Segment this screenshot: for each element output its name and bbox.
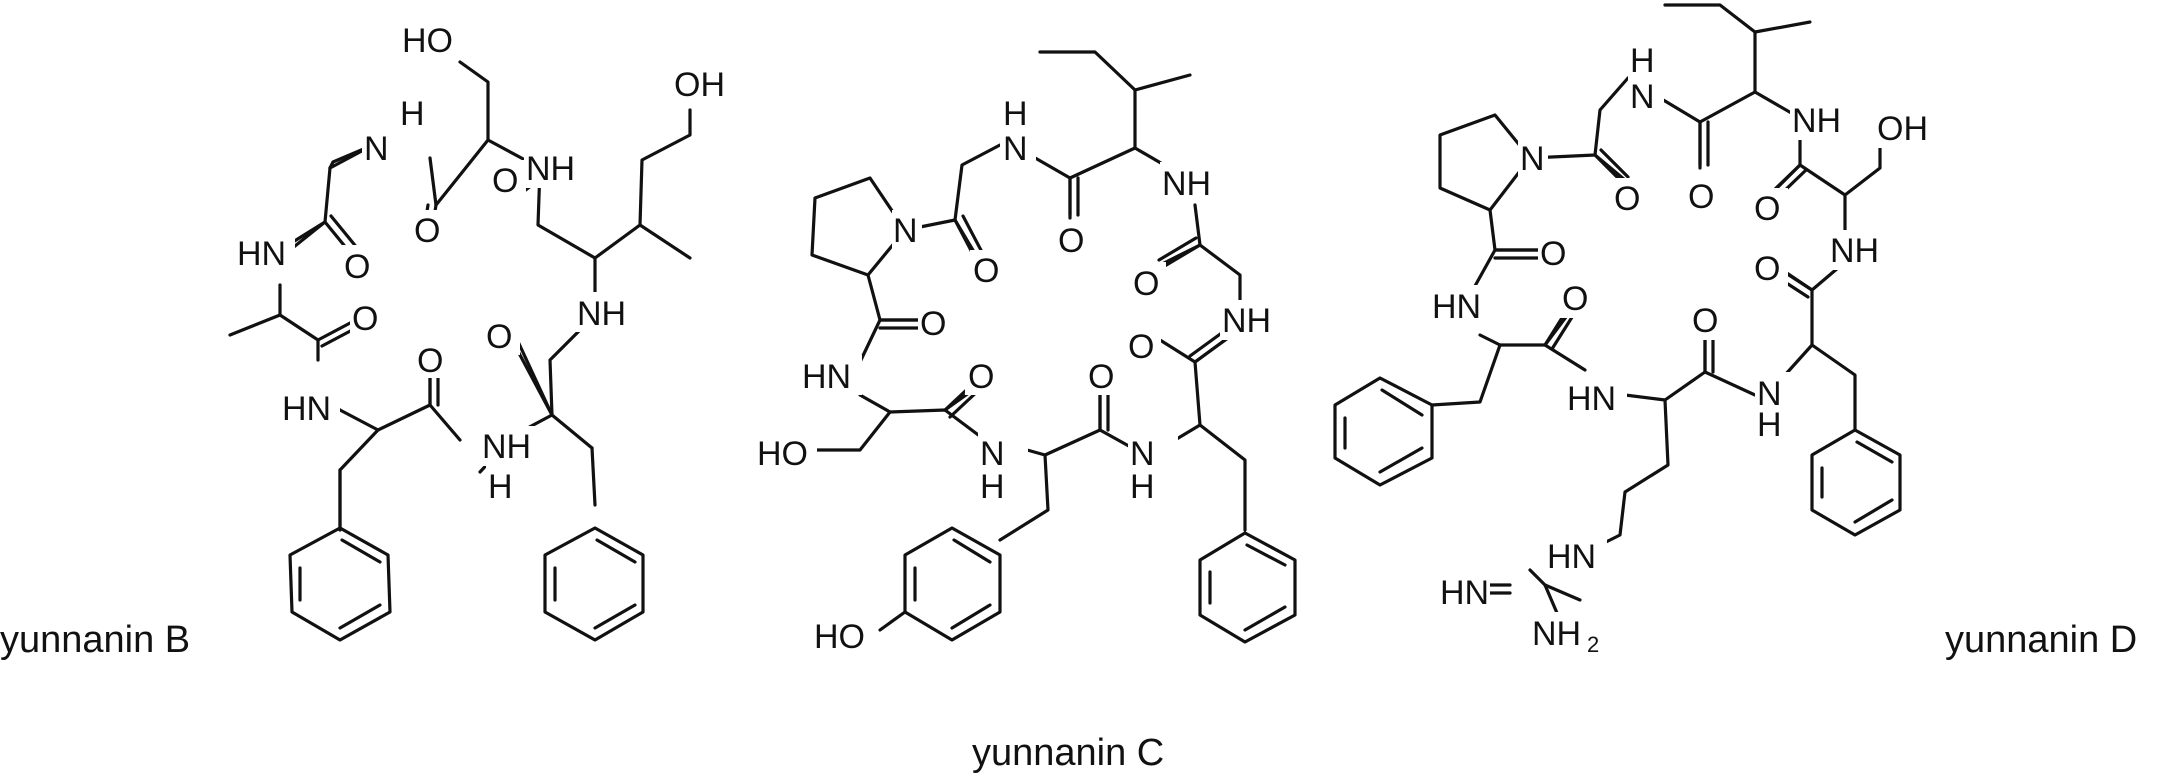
atom-o-c3: O <box>1133 265 1159 303</box>
atom-hn-d1: HN <box>1432 288 1481 326</box>
atom-h-c1: H <box>1003 95 1028 133</box>
atom-o-d3: O <box>1754 190 1780 228</box>
atom-ho-c2: HO <box>814 618 865 656</box>
atom-nh-b1: NH <box>526 150 575 188</box>
caption-yunnanin-b: yunnanin B <box>0 619 190 661</box>
atom-n-d2: N <box>1520 140 1545 178</box>
atom-o-b6: O <box>417 342 443 380</box>
atom-h-b2: H <box>488 468 513 506</box>
atom-h-d1: H <box>1630 42 1655 80</box>
atom-h-d2: H <box>1757 406 1782 444</box>
atom-o-d1: O <box>1688 178 1714 216</box>
atom-oh-b1: OH <box>674 66 725 104</box>
atom-o-c4: O <box>920 305 946 343</box>
structure-yunnanin-c: H N NH O N O O NH O O HN O O HO N H N H <box>755 50 1297 774</box>
atom-ho-c1: HO <box>757 435 808 473</box>
atom-hn-b1: HN <box>237 235 286 273</box>
atom-o-b2: O <box>344 248 370 286</box>
atom-n-c1: N <box>1003 130 1028 168</box>
atom-ho-b1: HO <box>402 22 453 60</box>
atom-o-c2: O <box>973 252 999 290</box>
atom-o-d7: O <box>1692 302 1718 340</box>
structure-yunnanin-d: H N NH OH N O O O NH O O HN O O HN N H H… <box>1333 3 2137 661</box>
atom-nh2-d1: NH <box>1532 615 1581 653</box>
atom-h-c2: H <box>980 468 1005 506</box>
atom-n-d1: N <box>1630 78 1655 116</box>
atom-h-b1: H <box>400 95 425 133</box>
atom-hn-b2: HN <box>282 390 331 428</box>
structure-yunnanin-b: H N HO NH O OH HN O O NH O O O HN NH H y… <box>0 18 734 661</box>
atom-nh2-subscript: 2 <box>1587 632 1599 657</box>
atom-o-b5: O <box>486 318 512 356</box>
atom-o-d6: O <box>1562 280 1588 318</box>
atom-o-c6: O <box>968 358 994 396</box>
caption-yunnanin-d: yunnanin D <box>1945 619 2137 661</box>
atom-hn-d2: HN <box>1567 380 1616 418</box>
atom-nh-b2: NH <box>577 295 626 333</box>
atom-o-c7: O <box>1088 358 1114 396</box>
atom-o-b1: O <box>414 212 440 250</box>
atom-nh-c2: NH <box>1222 302 1271 340</box>
atom-o-d5: O <box>1754 250 1780 288</box>
atom-hn-d4: HN <box>1440 574 1489 612</box>
atom-o-d2: O <box>1614 180 1640 218</box>
caption-yunnanin-c: yunnanin C <box>972 732 1164 774</box>
atom-nh-d1: NH <box>1792 102 1841 140</box>
atom-nh-d2: NH <box>1830 232 1879 270</box>
atom-n-b2: NH <box>482 428 531 466</box>
atom-o-b3: O <box>492 162 518 200</box>
atom-o-b4: O <box>352 300 378 338</box>
atom-nh-c1: NH <box>1162 165 1211 203</box>
atom-o-c5: O <box>1128 328 1154 366</box>
atom-o-d4: O <box>1540 235 1566 273</box>
atom-h-c3: H <box>1130 468 1155 506</box>
atom-n-c2: N <box>893 212 918 250</box>
atom-n-b1: N <box>364 130 389 168</box>
atom-oh-d1: OH <box>1877 110 1928 148</box>
atom-o-c1: O <box>1058 222 1084 260</box>
atom-hn-c1: HN <box>802 358 851 396</box>
atom-hn-d3: HN <box>1547 538 1596 576</box>
